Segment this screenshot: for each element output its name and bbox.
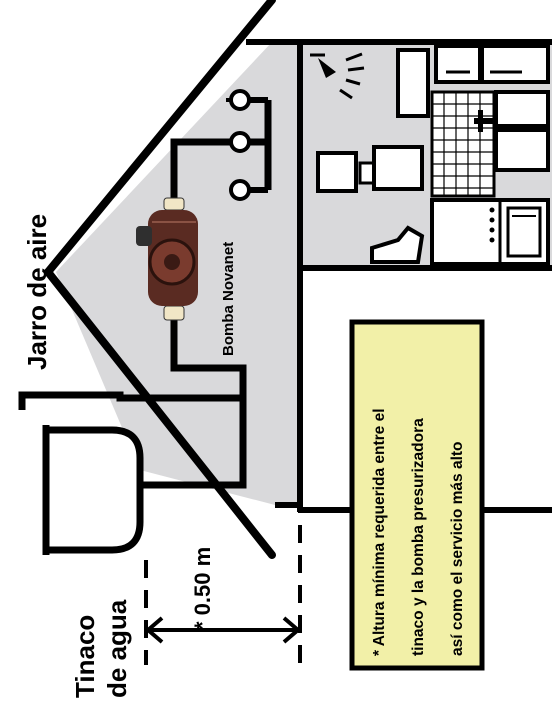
note-line-2: tinaco y la bomba presurizadora xyxy=(410,418,427,656)
faucet-icon xyxy=(474,110,494,132)
toilet-icon xyxy=(370,225,425,264)
air-jar-label: Jarro de aire xyxy=(22,214,52,370)
tank-label-line2: de agua xyxy=(102,599,132,698)
supply-pipe xyxy=(140,320,247,489)
basin-icon xyxy=(316,145,424,193)
valve-3-icon xyxy=(229,179,251,201)
tile-wall xyxy=(430,90,496,198)
pump-label: Bomba Novanet xyxy=(220,242,237,356)
stove-icon xyxy=(430,198,550,266)
pump-icon xyxy=(136,197,198,321)
water-tank xyxy=(42,426,144,554)
height-arrow xyxy=(144,616,302,644)
height-label: * 0.50 m xyxy=(190,547,215,630)
note-box xyxy=(349,319,485,671)
house-interior xyxy=(56,42,552,505)
note-line-3: así como el servicio más alto xyxy=(449,441,466,656)
roof-line-upper xyxy=(44,0,276,276)
shower-icon xyxy=(310,52,365,100)
valve-2-icon xyxy=(229,131,251,153)
kitchen-cabinets xyxy=(396,44,550,172)
note-line-1: * Altura mínima requerida entre el xyxy=(371,408,388,656)
tank-label-line1: Tinaco xyxy=(70,615,100,698)
roof-line-lower xyxy=(44,268,276,559)
valve-1-icon xyxy=(226,89,251,111)
